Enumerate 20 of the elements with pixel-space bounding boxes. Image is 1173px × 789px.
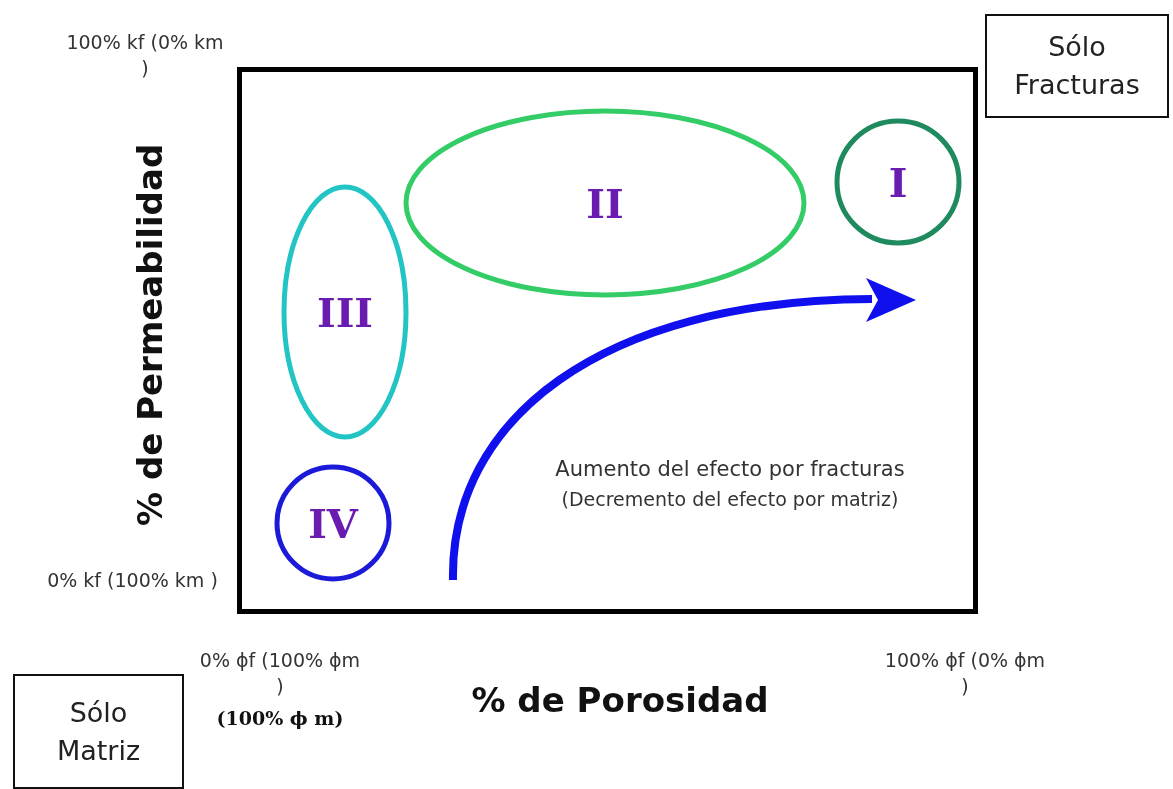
roman-numeral: III bbox=[316, 288, 374, 336]
axis-end-label: 0% kf (100% km ) bbox=[46, 568, 219, 593]
ellipse-region bbox=[281, 184, 409, 440]
ellipse-region bbox=[403, 108, 807, 298]
axis-end-label: (100% ϕ m) bbox=[215, 706, 345, 731]
annotation-text: (Decremento del efecto por matriz) bbox=[560, 487, 900, 512]
axis-title: % de Porosidad bbox=[470, 679, 770, 722]
ellipse-region bbox=[274, 464, 392, 582]
axis-title: % de Permeabilidad bbox=[130, 142, 171, 529]
roman-numeral: II bbox=[586, 179, 624, 227]
axis-end-label: 100% ϕf (0% ϕm ) bbox=[883, 648, 1047, 699]
axis-end-label: 100% kf (0% km ) bbox=[65, 30, 225, 81]
annotation-text: Aumento del efecto por fracturas bbox=[554, 456, 906, 483]
ellipse-region bbox=[834, 118, 962, 246]
text-box: Sólo Matriz bbox=[13, 674, 184, 789]
text-box: Sólo Fracturas bbox=[985, 14, 1169, 118]
axis-end-label: 0% ϕf (100% ϕm ) bbox=[198, 648, 362, 699]
plot-frame bbox=[237, 67, 978, 614]
roman-numeral: IV bbox=[308, 499, 358, 547]
roman-numeral: I bbox=[888, 158, 908, 206]
